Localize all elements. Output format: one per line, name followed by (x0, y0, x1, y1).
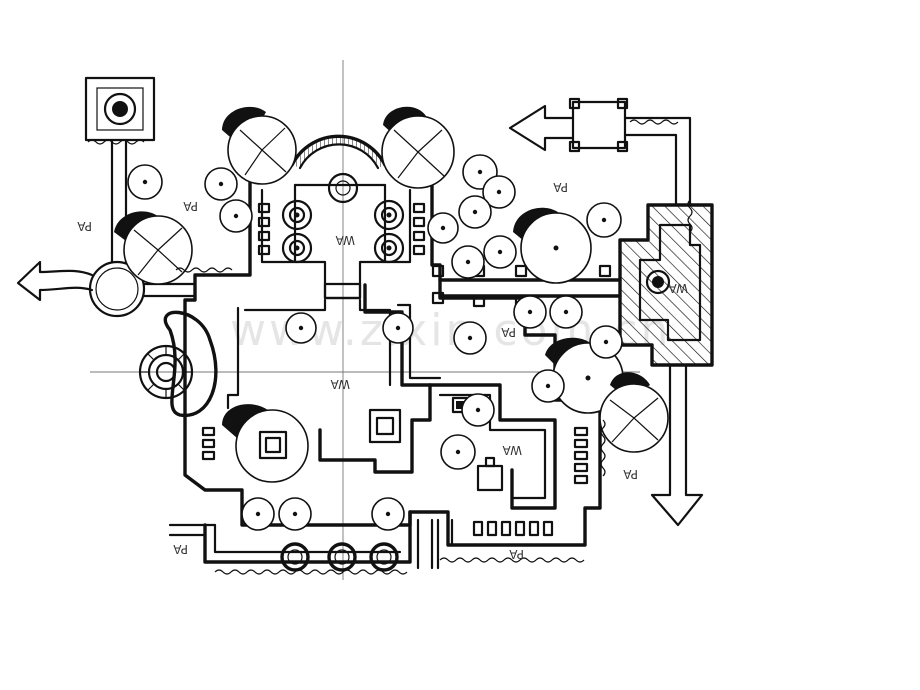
fountain-group (281, 199, 405, 264)
tree-large (222, 404, 309, 483)
shrub-hedges (87, 119, 693, 575)
kiosk-northeast (508, 97, 692, 207)
exit-arrow-southeast (650, 363, 704, 527)
label-pa: PA (77, 219, 92, 233)
label-wa: WA (335, 233, 355, 247)
canopy-trees (114, 106, 669, 483)
east-plaza (618, 203, 714, 367)
south-fountains (280, 542, 399, 572)
label-pa: PA (509, 547, 524, 561)
small-trees (127, 154, 623, 531)
label-pa: PA (183, 199, 198, 213)
label-wa: WA (502, 443, 522, 457)
label-pa: PA (501, 325, 516, 339)
pool-west (138, 310, 218, 417)
area-labels: PA PA PA PA PA PA PA WA WA WA WA (77, 180, 688, 561)
tree-large (381, 106, 455, 189)
tree-large (513, 207, 592, 284)
bench-group (201, 202, 589, 537)
label-pa: PA (553, 180, 568, 194)
tree-large (599, 372, 669, 453)
label-pa: PA (173, 542, 188, 556)
semicircle-terrace (290, 134, 387, 300)
label-wa: WA (668, 281, 688, 295)
tree-large (114, 211, 193, 285)
label-wa: WA (330, 377, 350, 391)
label-pa: PA (623, 467, 638, 481)
tree-large (222, 106, 297, 185)
